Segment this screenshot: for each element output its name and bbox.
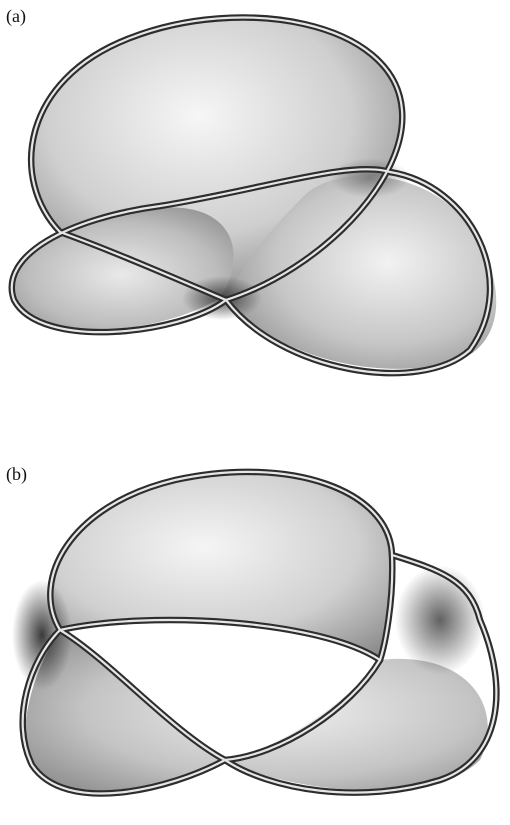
panel-a: (a): [0, 0, 510, 400]
panel-b: (b): [0, 460, 510, 825]
upper-band-surface: [50, 472, 392, 660]
twisted-surface-a: [0, 0, 510, 400]
right-twist-shading: [395, 565, 485, 675]
twist-shading-upper: [330, 158, 410, 198]
twisted-surface-b: [0, 460, 510, 825]
